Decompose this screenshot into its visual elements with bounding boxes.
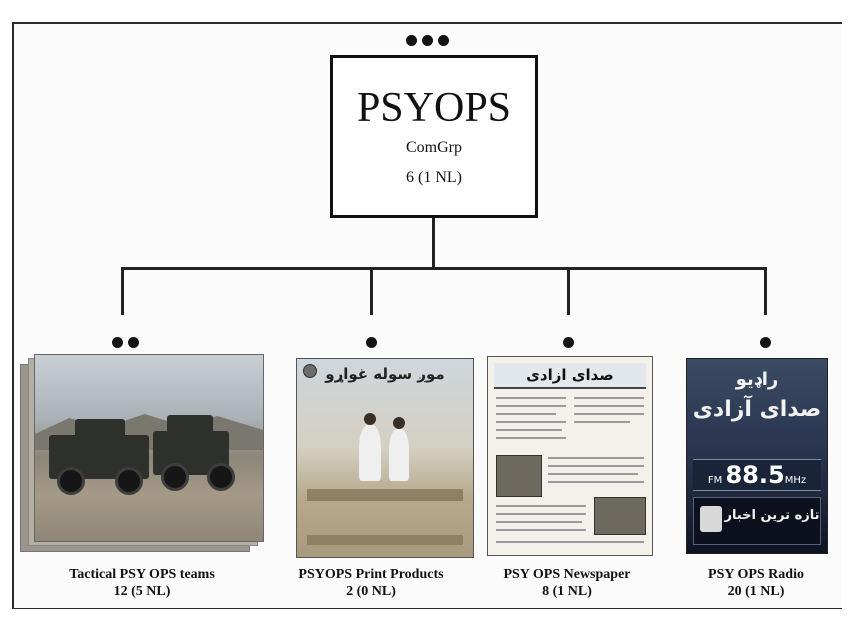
text-line [496,513,586,515]
poster-caption-line [307,535,463,545]
person-figure [389,429,409,481]
unit-count: 20 (1 NL) [727,584,785,599]
unit-name: PSYOPS Print Products [298,567,444,582]
tactical-teams-photo [20,354,264,560]
text-line [496,429,562,431]
top-box-count: 6 (1 NL) [406,169,462,186]
wheel [161,463,189,491]
newspaper-front-page: صدای ازادی [487,356,653,556]
poster-caption-line [307,489,463,501]
rank-dot [406,34,417,46]
radio-poster-title: راډیو [735,369,779,390]
frequency-unit: MHz [784,475,807,486]
newspaper-masthead: صدای ازادی [494,363,646,389]
unit-name: Tactical PSY OPS teams [69,567,215,582]
radio-frequency: FM 88.5MHz [693,459,821,491]
unit-count: 12 (5 NL) [113,584,171,599]
text-line [574,421,630,423]
text-line [496,541,644,543]
unit-name: PSY OPS Radio [708,567,804,582]
wheel [115,467,143,495]
caption-newspaper: PSY OPS Newspaper 8 (1 NL) [476,566,658,600]
text-line [548,465,644,467]
rank-dot [563,336,574,348]
connector-trunk [432,218,435,268]
text-line [496,413,556,415]
news-photo [594,497,646,535]
text-line [496,521,582,523]
radio-poster: راډیو صدای آزادی FM 88.5MHz تازه ترین اخ… [686,358,828,554]
text-line [496,421,566,423]
radio-poster-footer: تازه ترین اخبار [693,497,821,545]
psyops-comgrp-box: PSYOPS ComGrp 6 (1 NL) [330,55,538,218]
news-photo [496,455,542,497]
text-line [496,397,566,399]
seal-icon [303,364,317,378]
wheel [207,463,235,491]
top-box-subtitle: ComGrp [406,139,462,156]
text-line [574,405,644,407]
text-line [496,505,586,507]
print-product-poster: موږ سوله غواړو [296,358,474,558]
connector-bus [121,267,767,270]
caption-tactical: Tactical PSY OPS teams 12 (5 NL) [30,566,254,600]
rank-dot [366,336,377,348]
rank-dots-top [406,34,449,46]
rank-dots-tactical [112,336,139,348]
vehicle-left-cab [75,419,125,441]
fm-label: FM [707,475,726,486]
rank-dots-radio [760,336,771,348]
text-line [548,481,644,483]
person-head [393,417,405,429]
caption-radio: PSY OPS Radio 20 (1 NL) [676,566,836,600]
text-line [548,457,644,459]
top-box-title: PSYOPS [356,85,512,131]
frequency-value: 88.5 [725,461,785,489]
vehicle-right-cab [167,415,213,437]
person-head [364,413,376,425]
text-line [574,397,644,399]
rank-dot [112,336,123,348]
unit-name: PSY OPS Newspaper [503,567,631,582]
wheel [57,467,85,495]
text-line [496,529,586,531]
rank-dot [422,34,433,46]
connector-branch-newspaper [567,267,570,315]
radio-poster-subtitle: صدای آزادی [692,397,822,422]
radio-footer-text: تازه ترین اخبار [724,508,820,523]
vehicles-photo [34,354,264,542]
poster-title: موږ سوله غواړو [325,365,445,383]
connector-branch-radio [764,267,767,315]
text-line [548,473,638,475]
connector-branch-print [370,267,373,315]
connector-branch-tactical [121,267,124,315]
rank-dots-print [366,336,377,348]
unit-count: 2 (0 NL) [346,584,396,599]
rank-dot [128,336,139,348]
rank-dot [760,336,771,348]
rank-dot [438,34,449,46]
text-line [496,437,566,439]
rank-dots-newspaper [563,336,574,348]
unit-count: 8 (1 NL) [542,584,592,599]
text-line [496,405,566,407]
emblem-icon [700,506,722,532]
text-line [574,413,644,415]
caption-print: PSYOPS Print Products 2 (0 NL) [268,566,474,600]
person-figure [359,425,381,481]
